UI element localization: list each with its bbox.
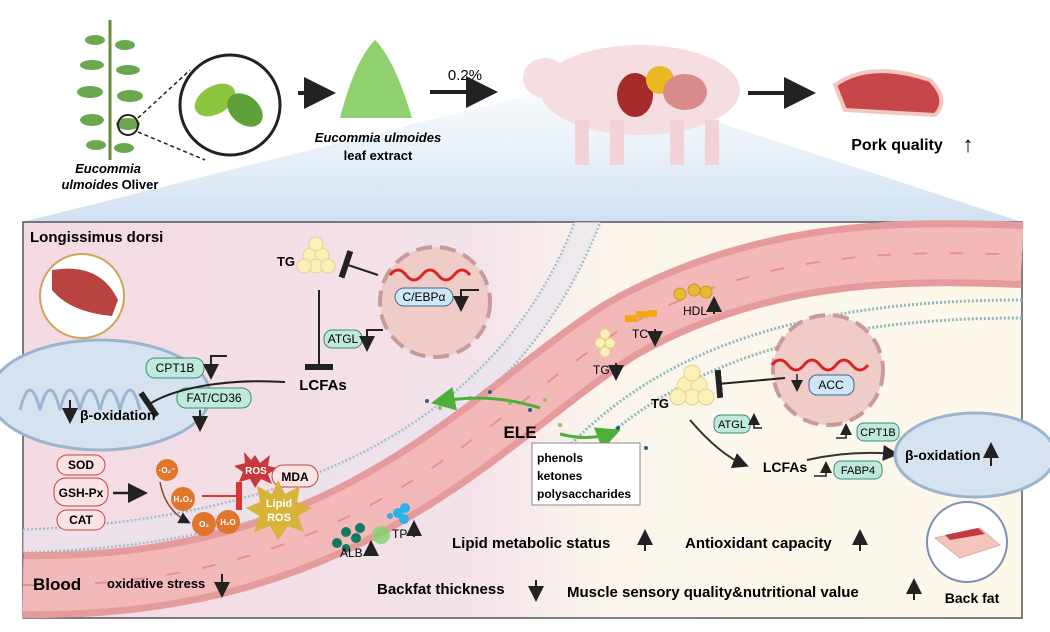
o2-label: O₂ bbox=[199, 520, 209, 529]
outcome-antioxidant: Antioxidant capacity bbox=[685, 535, 832, 552]
cat-label: CAT bbox=[69, 513, 93, 527]
outcome-backfat: Backfat thickness bbox=[377, 581, 505, 598]
green-arrow-icon bbox=[431, 386, 541, 411]
inhibition-line bbox=[714, 369, 786, 399]
fabp4-label: FABP4 bbox=[841, 465, 875, 477]
atgl-label: ATGL bbox=[328, 332, 359, 346]
cpt1b-box bbox=[856, 422, 900, 442]
cpt1b-label: CPT1B bbox=[156, 361, 195, 375]
lipid-ros-burst-icon bbox=[246, 480, 312, 540]
lcfas-label: LCFAs bbox=[763, 459, 808, 475]
down-arrow-icon bbox=[203, 355, 227, 380]
h2o2-label: H₂O₂ bbox=[173, 495, 193, 504]
dna-icon bbox=[388, 268, 472, 282]
back-fat-label: Back fat bbox=[945, 590, 1000, 606]
fat-cd36-label: FAT/CD36 bbox=[186, 391, 241, 405]
up-arrow-icon bbox=[836, 423, 852, 439]
zoom-line bbox=[137, 131, 206, 161]
component-item: phenols bbox=[537, 451, 583, 465]
zoom-fan bbox=[22, 80, 1022, 222]
plant-label: Oliver bbox=[122, 177, 159, 192]
tp-label: TP bbox=[392, 527, 407, 541]
dna-icon bbox=[770, 358, 870, 372]
acc-label: ACC bbox=[818, 378, 844, 392]
fat-cd36-box bbox=[176, 387, 252, 409]
ros-label: ROS bbox=[245, 466, 267, 477]
arrow-icon bbox=[689, 419, 749, 468]
mda-box bbox=[271, 464, 319, 488]
ele-components-box bbox=[531, 442, 641, 506]
green-arrow-icon bbox=[559, 427, 621, 450]
atgl-label: ATGL bbox=[718, 419, 746, 431]
tc-molecules bbox=[625, 310, 657, 322]
inhibition-line bbox=[338, 250, 379, 279]
pork-quality-label: Pork quality bbox=[851, 137, 943, 154]
component-item: polysaccharides bbox=[537, 487, 631, 501]
plant-label: Eucommia bbox=[75, 161, 141, 176]
extract-label: Eucommia ulmoides bbox=[315, 130, 441, 145]
pig-illustration bbox=[523, 45, 740, 165]
gsh-px-label: GSH-Px bbox=[59, 486, 104, 500]
outcome-lipid-metabolic: Lipid metabolic status bbox=[452, 535, 610, 552]
alb-label: ALB bbox=[340, 546, 363, 560]
inhibition-line bbox=[138, 380, 286, 418]
back-fat-icon bbox=[926, 501, 1008, 583]
muscle-icon bbox=[39, 253, 125, 339]
acc-box bbox=[808, 374, 855, 396]
panel-title: Longissimus dorsi bbox=[30, 229, 163, 246]
hdl-label: HDL bbox=[683, 304, 707, 318]
outcome-muscle-quality: Muscle sensory quality&nutritional value bbox=[567, 584, 859, 601]
beta-oxidation-label: β-oxidation bbox=[80, 407, 155, 423]
leaf-extract-powder-icon bbox=[340, 40, 412, 118]
h2o-label: H₂O bbox=[220, 518, 236, 527]
fabp4-box bbox=[833, 460, 883, 480]
lipid-ros-label: ROS bbox=[267, 512, 291, 524]
beta-oxidation-label: β-oxidation bbox=[905, 447, 980, 463]
up-arrow-icon bbox=[814, 461, 832, 477]
dose-label: 0.2% bbox=[448, 67, 482, 84]
down-arrow-icon bbox=[359, 329, 383, 352]
up-arrow-icon: ↑ bbox=[963, 132, 974, 157]
hdl-molecules bbox=[673, 283, 713, 301]
ele-label: ELE bbox=[503, 423, 536, 442]
down-arrow-icon bbox=[453, 289, 479, 312]
arrow-icon bbox=[159, 481, 191, 524]
superoxide-label: ·O₂⁻ bbox=[159, 466, 176, 475]
tg-droplet-icon bbox=[296, 236, 336, 274]
alb-molecules bbox=[332, 523, 365, 552]
cebpa-label: C/EBPα bbox=[403, 290, 446, 304]
blood-tg-label: TG bbox=[593, 363, 610, 377]
cpt1b-label: CPT1B bbox=[860, 427, 895, 439]
plant-illustration bbox=[77, 20, 143, 160]
mda-label: MDA bbox=[281, 470, 309, 484]
sod-label: SOD bbox=[68, 458, 94, 472]
mitochondrion bbox=[893, 411, 1050, 499]
leaf-magnified-icon bbox=[178, 53, 282, 157]
enzyme-stack bbox=[53, 454, 109, 531]
arrow-icon bbox=[806, 444, 899, 461]
pork-icon bbox=[832, 69, 944, 118]
blood-label: Blood bbox=[33, 575, 81, 594]
tg-label: TG bbox=[651, 396, 669, 411]
tc-label: TC bbox=[632, 327, 648, 341]
tg-droplet-icon bbox=[669, 364, 715, 406]
extract-label: leaf extract bbox=[344, 148, 413, 163]
tp-glow bbox=[372, 526, 390, 544]
tg-droplet-icon bbox=[594, 328, 616, 358]
plant-label: ulmoides bbox=[61, 177, 118, 192]
lcfas-label: LCFAs bbox=[299, 377, 347, 394]
tg-label: TG bbox=[277, 254, 295, 269]
ros-molecules bbox=[156, 459, 240, 536]
zoom-line bbox=[137, 69, 191, 119]
oxidative-stress-label: oxidative stress bbox=[107, 576, 205, 591]
up-arrow-icon bbox=[748, 413, 762, 429]
lipid-ros-label: Lipid bbox=[266, 498, 292, 510]
ros-burst-icon bbox=[234, 452, 278, 488]
component-item: ketones bbox=[537, 469, 583, 483]
